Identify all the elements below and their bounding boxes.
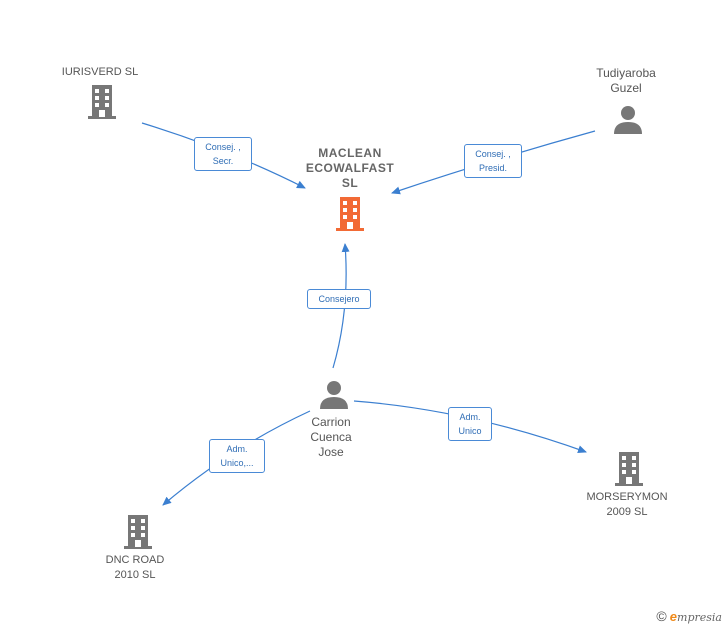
edge-label-line: Consejero — [318, 294, 360, 304]
edge-label-iurisverd-maclean[interactable]: Consej. , Secr. — [194, 137, 252, 171]
edge-label-carrion-morserymon[interactable]: Adm. Unico — [448, 407, 492, 441]
morserymon-building-icon[interactable] — [613, 451, 645, 486]
tudiyaroba-label-line: Guzel — [610, 81, 642, 95]
empresia-brand: mpresia — [677, 611, 722, 624]
maclean-label-line: SL — [341, 176, 359, 190]
copyright-symbol: © — [656, 608, 667, 624]
edge-label-line: Unico,... — [220, 458, 254, 468]
carrion-person-icon[interactable] — [319, 379, 349, 409]
dnc-building-icon[interactable] — [122, 514, 154, 549]
edge-label-line: Consej. , — [475, 149, 511, 159]
edge-label-carrion-dnc[interactable]: Adm. Unico,... — [209, 439, 265, 473]
dnc-label-line: 2010 SL — [114, 569, 156, 581]
dnc-label[interactable]: DNC ROAD 2010 SL — [85, 553, 185, 583]
iurisverd-label[interactable]: IURISVERD SL — [40, 65, 160, 80]
carrion-label-line: Cuenca — [310, 430, 352, 444]
edge-label-line: Adm. — [226, 444, 248, 454]
carrion-label-line: Jose — [318, 445, 344, 459]
iurisverd-label-line: IURISVERD SL — [61, 66, 139, 78]
maclean-label-line: ECOWALFAST — [305, 161, 395, 175]
morserymon-label-line: MORSERYMON — [586, 491, 668, 503]
edge-label-line: Adm. — [459, 412, 481, 422]
edge-label-line: Unico — [458, 426, 482, 436]
morserymon-label-line: 2009 SL — [606, 506, 648, 518]
iurisverd-building-icon[interactable] — [86, 84, 118, 119]
dnc-label-line: DNC ROAD — [105, 554, 165, 566]
edge-label-tudiyaroba-maclean[interactable]: Consej. , Presid. — [464, 144, 522, 178]
maclean-label-line: MACLEAN — [318, 146, 382, 160]
tudiyaroba-label[interactable]: Tudiyaroba Guzel — [576, 66, 676, 96]
empresia-logo-e: e — [669, 609, 678, 624]
carrion-label-line: Carrion — [311, 415, 351, 429]
tudiyaroba-label-line: Tudiyaroba — [596, 66, 656, 80]
maclean-building-icon[interactable] — [334, 196, 366, 231]
tudiyaroba-person-icon[interactable] — [613, 104, 643, 134]
edge-label-carrion-maclean[interactable]: Consejero — [307, 289, 371, 309]
maclean-label[interactable]: MACLEAN ECOWALFAST SL — [290, 146, 410, 191]
carrion-label[interactable]: Carrion Cuenca Jose — [291, 415, 371, 460]
edge-label-line: Secr. — [212, 156, 234, 166]
edge-label-line: Presid. — [478, 163, 507, 173]
edge-label-line: Consej. , — [205, 142, 241, 152]
morserymon-label[interactable]: MORSERYMON 2009 SL — [572, 490, 682, 520]
empresia-credit[interactable]: © empresia — [656, 608, 722, 624]
